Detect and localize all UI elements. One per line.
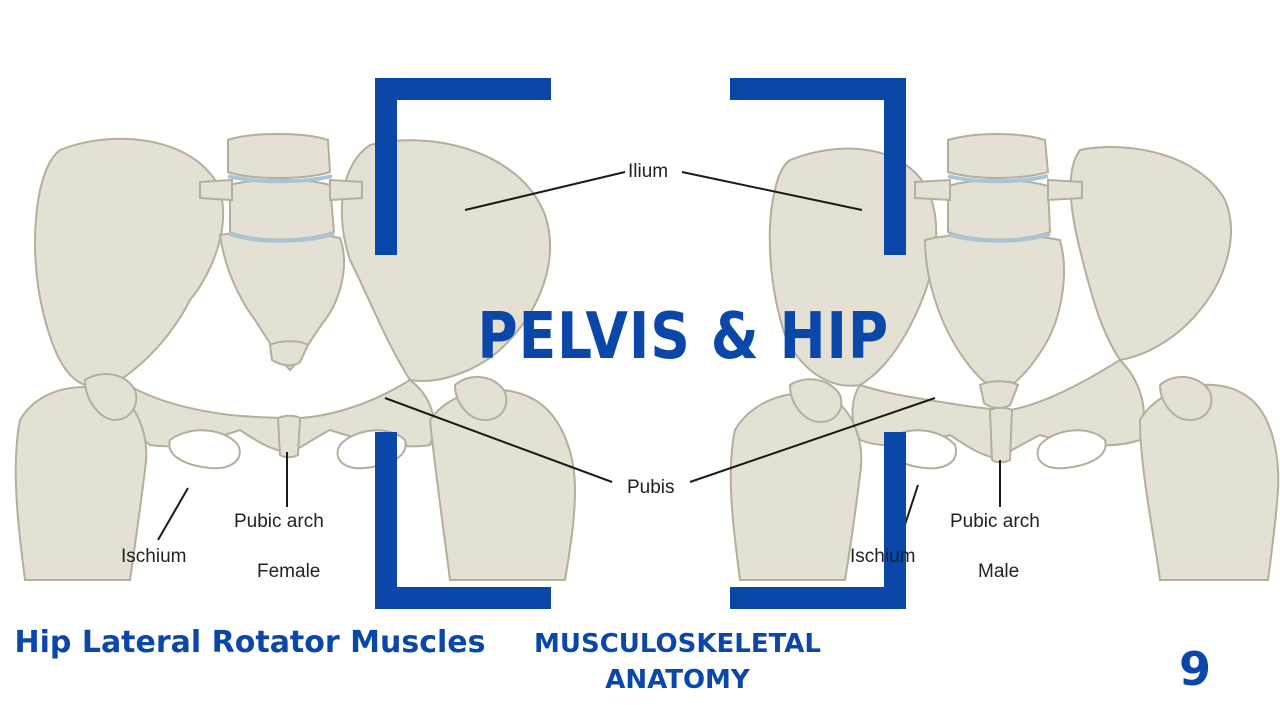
title-frame: [375, 78, 906, 609]
label-pubic-arch-male: Pubic arch: [950, 511, 1040, 532]
label-male: Male: [978, 561, 1020, 582]
female-vertebra-lower: [229, 178, 336, 241]
main-title: PELVIS & HIP: [477, 300, 890, 374]
male-right-ilium: [1069, 146, 1232, 362]
male-left-femur: [729, 392, 863, 581]
label-ischium-female: Ischium: [121, 546, 187, 567]
bracket-top-right: [730, 78, 906, 255]
male-vertebra-lower: [947, 179, 1052, 241]
bracket-bottom-right: [730, 432, 906, 609]
episode-number: 9: [1178, 642, 1211, 696]
video-topic-title: Hip Lateral Rotator Muscles: [14, 625, 486, 660]
female-right-femur: [428, 388, 577, 581]
male-sacrum: [923, 233, 1066, 394]
bracket-top-left: [375, 78, 551, 255]
series-subject: MUSCULOSKELETAL ANATOMY: [533, 629, 821, 695]
bracket-bottom-left: [375, 432, 551, 609]
male-right-femur: [1138, 383, 1280, 581]
female-vertebra-upper: [227, 133, 332, 179]
label-pubic-arch-female: Pubic arch: [234, 511, 324, 532]
label-ilium: Ilium: [628, 161, 669, 182]
female-left-ilium: [34, 137, 225, 388]
label-pubis: Pubis: [627, 477, 675, 499]
female-pelvis: [14, 133, 577, 581]
male-discs: [947, 174, 1051, 243]
leader-lines: [157, 171, 1001, 541]
label-female: Female: [257, 561, 321, 582]
male-vertebra-upper: [947, 133, 1050, 179]
male-pelvis: [729, 133, 1280, 581]
female-discs: [227, 174, 335, 243]
label-ischium-male: Ischium: [850, 546, 916, 567]
